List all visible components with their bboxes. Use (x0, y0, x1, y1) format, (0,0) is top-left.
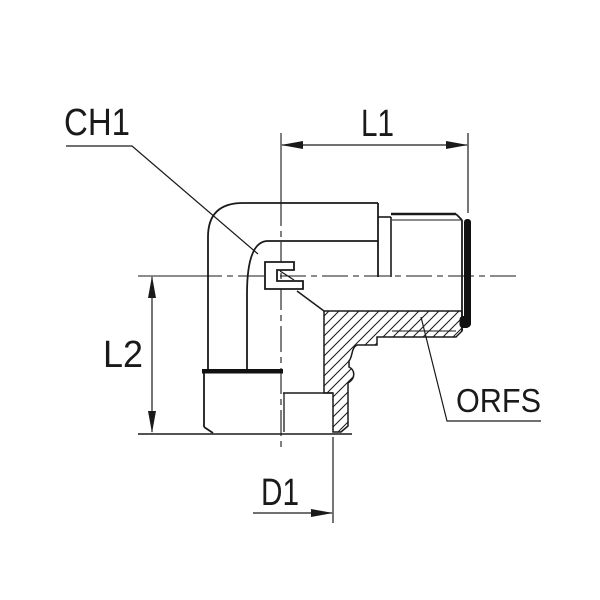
dimension-l2 (148, 276, 156, 433)
hex-corner-inner-chamfer (279, 270, 295, 281)
label-orfs: ORFS (456, 382, 541, 419)
orfs-leader-line (420, 316, 541, 422)
dark-fills (202, 219, 471, 374)
dimension-d1 (253, 437, 334, 523)
outer-corner-and-top-edge (207, 202, 378, 238)
hex-corner-detail (264, 261, 304, 290)
body-section-hatched-area (323, 310, 463, 433)
oring-face-seal-band (464, 219, 471, 327)
dimension-l1 (281, 133, 469, 213)
face-chamfer-top (455, 213, 463, 221)
l1-arrow-right (446, 141, 468, 149)
label-ch1: CH1 (64, 102, 130, 144)
male-orfs-end (378, 212, 463, 331)
nut-top-band (202, 369, 283, 374)
bore-chamfer-edge (296, 290, 325, 312)
label-d1: D1 (261, 472, 299, 514)
d1-arrow-right (311, 509, 333, 517)
drawing-root: CH1 L1 L2 D1 ORFS (64, 102, 541, 523)
swivel-nut (203, 373, 333, 434)
hex-corner-step-outline (264, 261, 304, 290)
l1-arrow-left (281, 141, 303, 149)
inner-corner-and-inner-edge (246, 240, 378, 295)
label-l2: L2 (103, 334, 143, 376)
l2-arrow-down (148, 411, 156, 433)
labels: CH1 L1 L2 D1 ORFS (64, 102, 541, 514)
l2-arrow-up (148, 276, 156, 298)
ch1-leader-line (66, 145, 259, 255)
oring-section-blob (459, 316, 470, 328)
label-l1: L1 (361, 103, 394, 145)
leaders (66, 145, 541, 422)
elbow-body-outline (207, 202, 379, 369)
nut-bottom-chamfer (203, 426, 214, 434)
